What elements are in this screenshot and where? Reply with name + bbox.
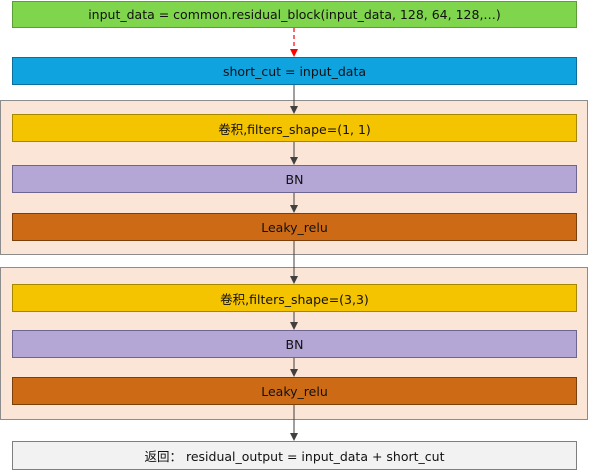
input-step-box: input_data = common.residual_block(input… xyxy=(12,1,577,28)
block1-relu-label: Leaky_relu xyxy=(261,219,328,235)
return-step-label: 返回： residual_output = input_data + short… xyxy=(144,449,445,464)
return-step-box: 返回： residual_output = input_data + short… xyxy=(12,441,577,470)
block1-bn-box: BN xyxy=(12,165,577,193)
block2-relu-label: Leaky_relu xyxy=(261,383,328,399)
block2-relu-box: Leaky_relu xyxy=(12,377,577,405)
input-step-label: input_data = common.residual_block(input… xyxy=(88,7,501,22)
shortcut-step-box: short_cut = input_data xyxy=(12,57,577,85)
block1-relu-box: Leaky_relu xyxy=(12,213,577,241)
block2-conv-label: 卷积,filters_shape=(3,3) xyxy=(220,291,369,307)
block1-bn-label: BN xyxy=(285,171,304,187)
block1-conv-label: 卷积,filters_shape=(1, 1) xyxy=(218,121,371,137)
block2-bn-label: BN xyxy=(285,336,304,352)
block2-bn-box: BN xyxy=(12,330,577,358)
shortcut-step-label: short_cut = input_data xyxy=(222,63,367,79)
block2-conv-box: 卷积,filters_shape=(3,3) xyxy=(12,284,577,312)
block1-conv-box: 卷积,filters_shape=(1, 1) xyxy=(12,114,577,142)
